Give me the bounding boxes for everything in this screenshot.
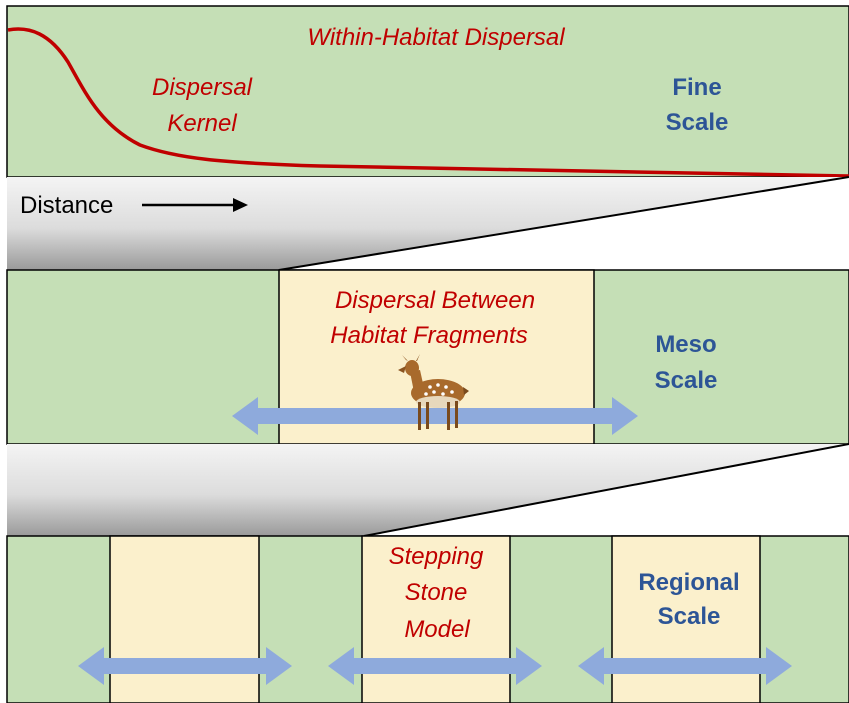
fine-scale-line1: Fine (672, 74, 721, 101)
regional-scale-line2: Scale (658, 603, 721, 630)
within-habitat-title: Within-Habitat Dispersal (307, 24, 565, 51)
kernel-label-line1: Dispersal (152, 74, 253, 101)
zoom-wedge-2-shape (7, 444, 849, 536)
meso-label-line1: Dispersal Between (335, 287, 535, 314)
meso-scale-line1: Meso (655, 331, 716, 358)
regional-scale-line1: Regional (638, 569, 739, 596)
stepping-stone-patch-3 (611, 535, 761, 703)
regional-label-line1: Stepping (389, 543, 484, 570)
zoom-wedge-2-edge (363, 443, 849, 537)
regional-label-line3: Model (404, 616, 470, 643)
deer-icon (398, 354, 469, 430)
zoom-wedge-1-shape (7, 177, 849, 270)
regional-dispersal-arrow-1 (78, 647, 292, 685)
zoom-wedge-1: Distance (7, 176, 849, 271)
zoom-wedge-1-edge (278, 176, 849, 271)
regional-scale-panel: Stepping Stone Model Regional Scale (6, 535, 849, 703)
kernel-label-line2: Kernel (167, 110, 237, 137)
regional-label-line2: Stone (405, 579, 468, 606)
meso-dispersal-arrow (232, 397, 638, 435)
regional-dispersal-arrow-3 (578, 647, 792, 685)
dispersal-kernel-curve (7, 27, 849, 178)
meso-scale-line2: Scale (655, 367, 718, 394)
zoom-wedge-2 (7, 443, 849, 537)
stepping-stone-patch-2 (361, 535, 511, 703)
distance-arrow (142, 198, 248, 212)
meso-label-line2: Habitat Fragments (330, 322, 527, 349)
fine-scale-line2: Scale (666, 109, 729, 136)
distance-label: Distance (20, 192, 113, 219)
regional-dispersal-arrow-2 (328, 647, 542, 685)
stepping-stone-patch-1 (109, 535, 260, 703)
fine-scale-panel: Within-Habitat Dispersal Dispersal Kerne… (6, 5, 849, 178)
meso-scale-panel: Dispersal Between Habitat Fragments Meso… (6, 269, 849, 445)
